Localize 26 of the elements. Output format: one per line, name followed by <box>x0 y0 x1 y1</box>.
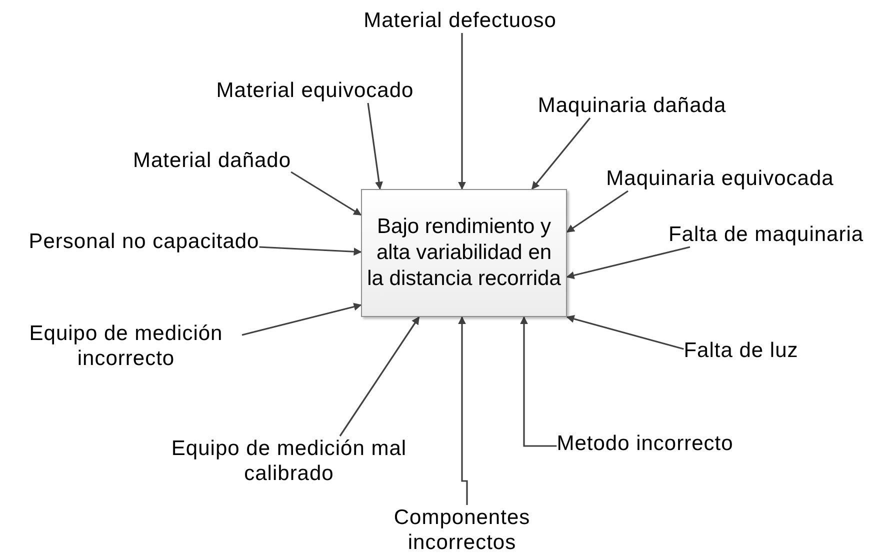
cause-label: Maquinaria dañada <box>538 93 726 118</box>
cause-label: Falta de maquinaria <box>668 222 864 247</box>
problem-box <box>361 189 567 317</box>
arrow <box>566 190 628 233</box>
arrow <box>458 33 466 190</box>
cause-label: Falta de luz <box>684 338 798 363</box>
cause-label: Metodo incorrecto <box>556 431 734 456</box>
arrow <box>566 246 690 280</box>
cause-label: Equipo de medición incorrecto <box>10 321 242 371</box>
cause-label: Componentes incorrectos <box>377 505 547 555</box>
arrow <box>339 316 420 436</box>
cause-label: Personal no capacitado <box>28 229 260 254</box>
arrow <box>566 315 684 350</box>
cause-label: Material equivocado <box>216 78 414 103</box>
problem-text: Bajo rendimiento y alta variabilidad en la distancia recorrida <box>366 214 562 292</box>
arrow <box>242 302 362 336</box>
arrow <box>259 246 362 256</box>
arrow <box>458 316 468 505</box>
arrow <box>531 118 591 190</box>
arrow <box>290 171 362 216</box>
arrow <box>520 316 557 447</box>
cause-label: Material dañado <box>132 148 292 173</box>
arrow <box>367 102 383 190</box>
cause-label: Material defectuoso <box>364 8 556 33</box>
cause-label: Maquinaria equivocada <box>606 166 834 191</box>
cause-label: Equipo de medición mal calibrado <box>154 436 424 486</box>
